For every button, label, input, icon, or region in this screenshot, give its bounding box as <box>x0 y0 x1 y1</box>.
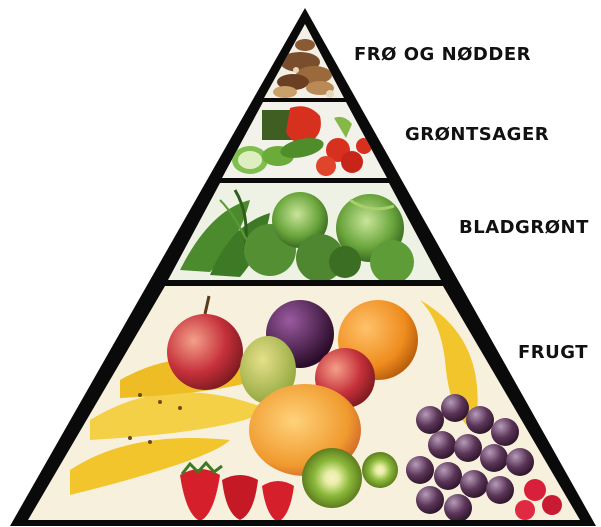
label-fruit: FRUGT <box>518 342 588 363</box>
label-leafy-greens: BLADGRØNT <box>459 217 589 238</box>
label-seeds-nuts: FRØ OG NØDDER <box>354 44 531 65</box>
label-vegetables: GRØNTSAGER <box>405 124 549 145</box>
tier-fruit-image <box>25 283 585 525</box>
tier-vegetables-image <box>218 100 390 180</box>
tier-seeds-nuts-image <box>260 20 350 102</box>
